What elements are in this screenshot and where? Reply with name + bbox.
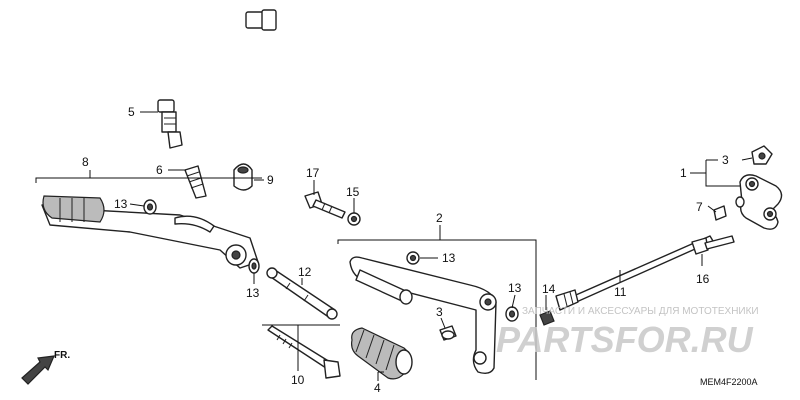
label-part-13-b: 13	[246, 286, 260, 300]
label-part-14: 14	[542, 282, 556, 296]
label-part-9: 9	[267, 173, 274, 187]
front-direction-indicator: FR.	[21, 350, 70, 385]
part-13-washer-c	[406, 251, 420, 265]
part-10-long-bolt	[267, 325, 341, 379]
front-direction-label: FR.	[54, 350, 70, 361]
label-part-13-a: 13	[114, 197, 128, 211]
label-part-7: 7	[696, 200, 703, 214]
part-13-washer-a	[143, 199, 157, 215]
label-part-2: 2	[436, 211, 443, 225]
part-14-nut	[539, 310, 555, 326]
diagram-code: MEM4F2200A	[700, 377, 758, 387]
part-3-nut-upper	[751, 145, 773, 165]
label-part-11: 11	[614, 285, 627, 299]
label-part-3-lower: 3	[436, 305, 443, 319]
part-5-switch-assembly	[157, 9, 277, 149]
label-part-4: 4	[374, 381, 381, 395]
part-4-footpeg-rubber	[351, 327, 413, 380]
part-7-nut	[713, 205, 727, 221]
part-17-bolt	[304, 191, 346, 219]
label-part-1: 1	[680, 166, 687, 180]
part-3-bolt-lower	[439, 325, 457, 341]
label-part-5: 5	[128, 105, 135, 119]
watermark-logo-text: PARTSFOR.RU	[496, 319, 754, 360]
leader-lines	[35, 111, 753, 381]
watermark-caption: ЗАПЧАСТИ И АКСЕССУАРЫ ДЛЯ МОТОТЕХНИКИ	[522, 306, 759, 317]
label-part-13-d: 13	[508, 281, 522, 295]
label-part-16: 16	[696, 272, 710, 286]
watermark: ЗАПЧАСТИ И АКСЕССУАРЫ ДЛЯ МОТОТЕХНИКИ PA…	[496, 306, 759, 360]
part-8-pedal-arm	[41, 195, 259, 269]
label-part-6: 6	[156, 163, 163, 177]
label-part-13-c: 13	[442, 251, 456, 265]
part-15-washer	[347, 212, 361, 226]
label-part-15: 15	[346, 185, 360, 199]
label-part-17: 17	[306, 166, 320, 180]
part-13-washer-b	[248, 258, 260, 274]
part-16-bolt	[691, 235, 735, 255]
part-6-pin	[184, 165, 207, 199]
part-2-bracket	[349, 256, 497, 375]
label-part-12: 12	[298, 265, 312, 279]
part-1-joint	[739, 174, 783, 230]
part-12-pivot-shaft	[266, 267, 338, 320]
label-part-10: 10	[291, 373, 305, 387]
label-part-3-upper: 3	[722, 153, 729, 167]
label-part-8: 8	[82, 155, 89, 169]
part-9-grommet	[233, 163, 253, 191]
part-11-shift-rod	[555, 235, 714, 311]
part-13-washer-e	[735, 196, 745, 208]
watermark-logo: PARTSFOR.RU	[496, 319, 754, 360]
